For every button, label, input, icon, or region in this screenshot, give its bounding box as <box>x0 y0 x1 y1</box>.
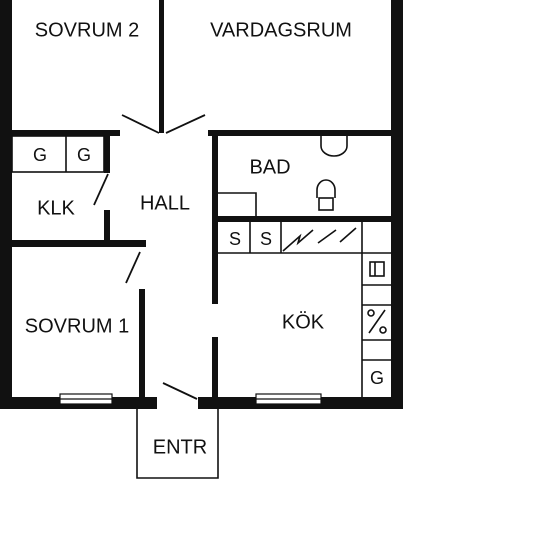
outer-wall-left <box>0 0 12 409</box>
wall-closet-right <box>104 136 110 173</box>
wall-top-right <box>208 130 391 136</box>
door-swing-sovrum1 <box>125 251 141 284</box>
door-swing-sovrum2 <box>121 114 160 134</box>
kitchen-unit-label: G <box>370 368 384 388</box>
room-label-hall: HALL <box>140 192 190 214</box>
room-label-entr: ENTR <box>153 436 207 458</box>
entrance-outline <box>136 409 219 479</box>
wall-klk-right-lower <box>104 210 110 242</box>
wall-klk-bottom <box>12 240 146 247</box>
toilet-icon <box>316 179 336 211</box>
room-label-sovrum1: SOVRUM 1 <box>25 315 129 337</box>
door-swing-entr <box>162 382 198 400</box>
wall-top-left <box>12 130 120 136</box>
bad-box <box>218 192 257 216</box>
door-swing-icon <box>93 114 206 400</box>
door-swing-klk <box>93 173 109 206</box>
wall-sovrum2-vardagsrum <box>159 0 164 133</box>
stove-icon <box>369 261 385 277</box>
room-label-bad: BAD <box>249 156 290 178</box>
wall-hall-kok <box>212 337 218 397</box>
room-label-vardagsrum: VARDAGSRUM <box>210 19 352 41</box>
sink-icon <box>320 136 348 157</box>
wardrobe-label-1: G <box>33 145 47 165</box>
wall-hall-bad <box>212 136 218 304</box>
room-label-sovrum2: SOVRUM 2 <box>35 19 139 41</box>
door-swing-vardagsrum <box>165 114 206 134</box>
vent-icon <box>282 227 357 252</box>
room-label-kok: KÖK <box>282 311 325 333</box>
room-label-klk: KLK <box>37 197 75 219</box>
window-icon <box>59 393 322 405</box>
storage-label-1: S <box>229 229 241 249</box>
closet-box <box>11 135 105 173</box>
thin-lines <box>11 135 391 479</box>
wall-bad-kok <box>218 216 391 222</box>
wall-sovrum1-hall <box>139 289 145 397</box>
outer-wall-right <box>391 0 403 409</box>
fridge-freezer-icon <box>367 309 387 334</box>
storage-label-2: S <box>260 229 272 249</box>
wardrobe-label-2: G <box>77 145 91 165</box>
